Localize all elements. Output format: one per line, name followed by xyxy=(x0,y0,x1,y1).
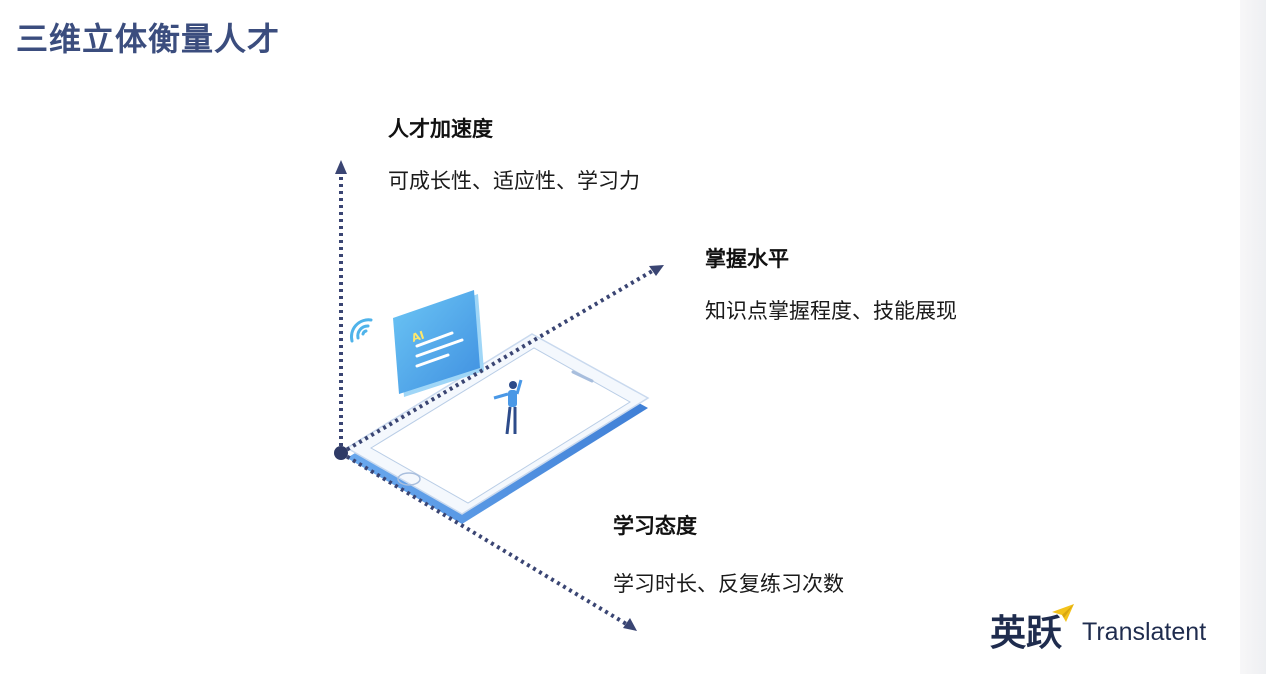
mastery-axis-arrow xyxy=(649,265,664,276)
translatent-logo: 英跃 Translatent xyxy=(990,602,1235,654)
axis-description-talent-acceleration: 可成长性、适应性、学习力 xyxy=(388,169,640,193)
page-edge-shadow xyxy=(1240,0,1266,674)
axes-origin xyxy=(334,446,348,460)
paper-plane-icon xyxy=(1052,604,1074,622)
slide-title: 三维立体衡量人才 xyxy=(16,20,281,58)
logo-chinese-text: 英跃 xyxy=(990,613,1063,654)
vertical-axis-arrow xyxy=(335,160,347,174)
logo-english-text: Translatent xyxy=(1082,618,1207,646)
attitude-axis-arrow xyxy=(623,618,637,631)
person-figure xyxy=(493,379,523,435)
wifi-icon xyxy=(350,318,373,343)
axis-heading-mastery-level: 掌握水平 xyxy=(705,247,789,271)
mastery-axis xyxy=(339,268,656,455)
axis-heading-talent-acceleration: 人才加速度 xyxy=(388,117,493,141)
axis-heading-learning-attitude: 学习态度 xyxy=(613,514,697,538)
axis-description-mastery-level: 知识点掌握程度、技能展现 xyxy=(705,299,957,323)
ai-card xyxy=(393,290,484,397)
axis-description-learning-attitude: 学习时长、反复练习次数 xyxy=(613,572,844,596)
phone-illustration xyxy=(345,333,650,524)
ai-card-label: AI xyxy=(410,329,426,345)
